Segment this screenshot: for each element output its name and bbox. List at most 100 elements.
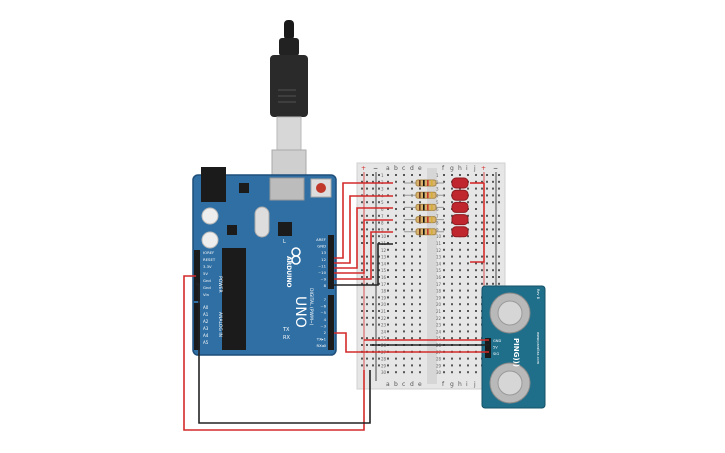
row-number: 30 bbox=[381, 370, 387, 375]
wire-right-rail bbox=[470, 183, 485, 263]
rail-hole bbox=[498, 180, 500, 183]
breadboard-hole bbox=[419, 269, 421, 272]
sensor-title: PING))) bbox=[512, 338, 520, 367]
column-label: c bbox=[402, 165, 405, 172]
rail-hole bbox=[378, 323, 380, 326]
arduino-pin-labels: IOREFRESET3.3V5VGndGndVinA0A1A2A3A4A5ARE… bbox=[203, 237, 327, 348]
row-number: 16 bbox=[381, 275, 387, 280]
breadboard-hole bbox=[419, 248, 421, 251]
breadboard-hole bbox=[443, 208, 445, 210]
rail-hole bbox=[481, 262, 483, 265]
breadboard-hole bbox=[459, 364, 461, 367]
breadboard-hole bbox=[419, 296, 421, 299]
row-number: 28 bbox=[436, 357, 442, 362]
breadboard-hole bbox=[395, 269, 397, 272]
rail-hole bbox=[498, 282, 500, 285]
rail-hole bbox=[492, 201, 494, 204]
rail-hole bbox=[361, 316, 363, 319]
rail-hole bbox=[366, 276, 368, 278]
digital-pin-label: 8 bbox=[324, 283, 327, 288]
breadboard-hole bbox=[411, 201, 413, 204]
rail-hole bbox=[372, 214, 374, 217]
rail-hole bbox=[361, 337, 363, 340]
breadboard-hole bbox=[451, 255, 453, 258]
breadboard-hole bbox=[443, 310, 445, 312]
resistor-band bbox=[419, 228, 421, 235]
row-number: 1 bbox=[381, 173, 384, 178]
breadboard-hole bbox=[403, 371, 405, 374]
led-red bbox=[451, 201, 469, 213]
analog-pin-label: A4 bbox=[203, 333, 209, 338]
column-label: a bbox=[386, 165, 390, 172]
rail-hole bbox=[378, 174, 380, 176]
breadboard-hole bbox=[443, 180, 445, 183]
rail-minus-right: − bbox=[493, 165, 498, 172]
breadboard-hole bbox=[451, 276, 453, 278]
breadboard-hole bbox=[419, 214, 421, 217]
rail-hole bbox=[498, 262, 500, 265]
breadboard-hole bbox=[411, 214, 413, 217]
breadboard-hole bbox=[459, 303, 461, 306]
rail-hole bbox=[492, 174, 494, 176]
breadboard-hole bbox=[387, 208, 389, 210]
breadboard-hole bbox=[459, 323, 461, 326]
resistor-led-4 bbox=[404, 214, 469, 226]
analog-pin-label: A1 bbox=[203, 312, 209, 317]
breadboard-hole bbox=[387, 201, 389, 204]
rail-hole bbox=[361, 228, 363, 231]
rail-hole bbox=[481, 235, 483, 238]
breadboard-hole bbox=[411, 180, 413, 183]
rail-hole bbox=[492, 194, 494, 197]
rail-hole bbox=[481, 194, 483, 197]
rail-hole bbox=[486, 201, 488, 204]
wire-pin9-led5 bbox=[334, 231, 393, 280]
row-number: 1 bbox=[436, 173, 439, 178]
breadboard-hole bbox=[395, 357, 397, 360]
wire-pin10-led4 bbox=[334, 219, 393, 274]
breadboard-hole bbox=[411, 208, 413, 210]
rail-hole bbox=[486, 255, 488, 258]
breadboard-hole bbox=[387, 242, 389, 244]
rail-hole bbox=[372, 296, 374, 299]
breadboard-hole bbox=[411, 282, 413, 285]
breadboard-hole bbox=[403, 228, 405, 231]
breadboard-hole bbox=[403, 316, 405, 319]
row-number: 9 bbox=[381, 227, 384, 232]
breadboard-hole bbox=[459, 269, 461, 272]
breadboard-hole bbox=[403, 323, 405, 326]
row-number: 30 bbox=[436, 370, 442, 375]
column-label: d bbox=[410, 381, 414, 388]
breadboard-hole bbox=[395, 364, 397, 367]
digital-pin-label: TX▸1 bbox=[316, 337, 327, 342]
wire-pin13-led1 bbox=[334, 182, 393, 259]
rail-hole bbox=[361, 262, 363, 265]
l-led-label: L bbox=[283, 239, 286, 245]
breadboard-hole bbox=[387, 316, 389, 319]
breadboard-hole bbox=[411, 248, 413, 251]
breadboard-hole bbox=[395, 235, 397, 238]
rail-hole bbox=[361, 310, 363, 312]
rail-hole bbox=[361, 255, 363, 258]
breadboard-hole bbox=[411, 303, 413, 306]
breadboard-hole bbox=[467, 364, 469, 367]
breadboard-hole bbox=[467, 337, 469, 340]
rail-hole bbox=[378, 310, 380, 312]
row-number: 22 bbox=[381, 316, 387, 321]
breadboard-hole bbox=[443, 316, 445, 319]
breadboard-hole bbox=[411, 187, 413, 190]
breadboard-hole bbox=[419, 316, 421, 319]
breadboard-hole bbox=[403, 269, 405, 272]
breadboard-hole bbox=[459, 296, 461, 299]
rail-hole bbox=[378, 296, 380, 299]
breadboard-hole bbox=[443, 262, 445, 265]
breadboard-hole bbox=[403, 364, 405, 367]
reset-button[interactable] bbox=[316, 183, 326, 193]
led-red bbox=[451, 177, 469, 189]
breadboard-hole bbox=[443, 364, 445, 367]
row-number: 4 bbox=[436, 193, 439, 198]
analog-header bbox=[194, 303, 200, 350]
column-label: j bbox=[473, 381, 476, 388]
power-header-label: POWER bbox=[217, 276, 223, 293]
resistor-band bbox=[419, 204, 421, 211]
